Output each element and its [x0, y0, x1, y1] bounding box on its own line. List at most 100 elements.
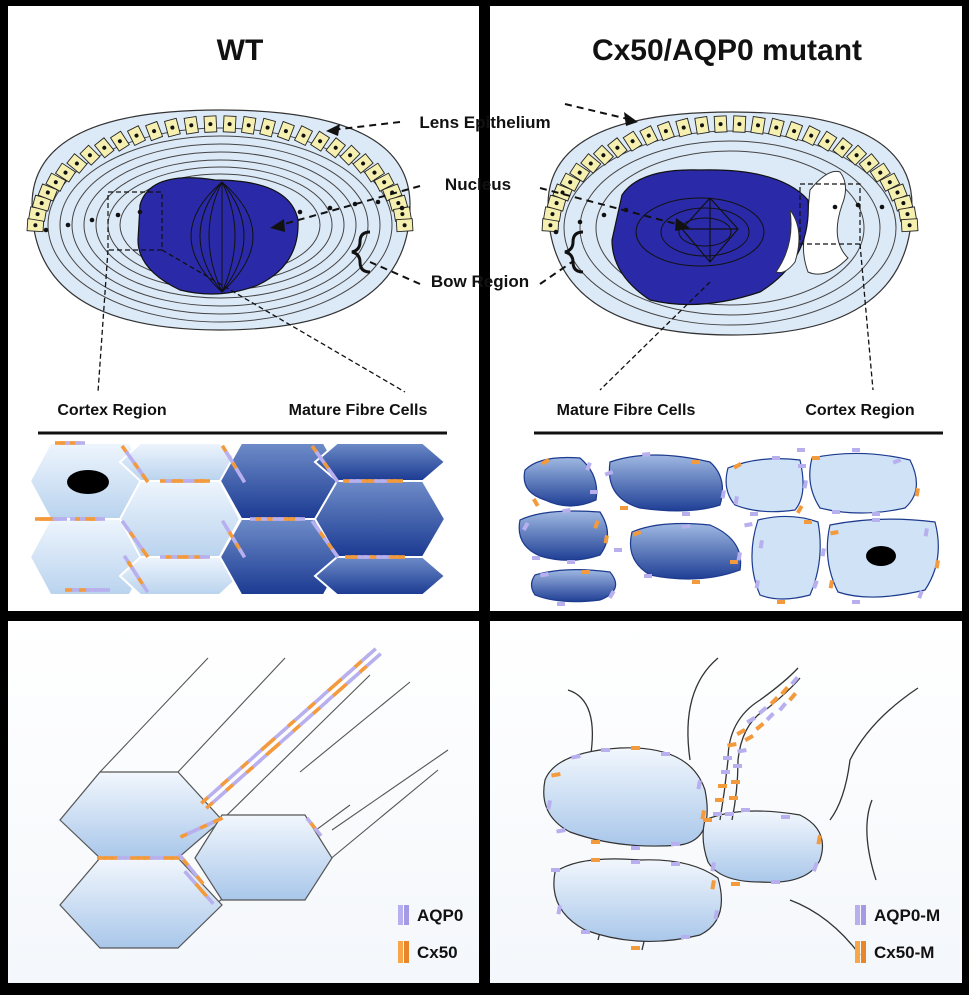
bow-dot — [553, 229, 559, 235]
aqp0-protein — [233, 765, 244, 776]
epithelial-cell — [37, 183, 59, 202]
mutant-title: Cx50/AQP0 mutant — [592, 34, 862, 67]
mutant-mature-fibre-cells-label: Mature Fibre Cells — [557, 402, 696, 419]
aqp0-protein — [741, 808, 750, 812]
aqp0-protein — [798, 464, 806, 468]
cx50-protein — [777, 600, 785, 604]
aqp0-protein — [352, 670, 362, 680]
aqp0-protein — [681, 935, 690, 939]
aqp0-protein — [661, 752, 670, 756]
aqp0-protein — [872, 518, 880, 522]
cx50-protein — [170, 856, 180, 860]
epithelial-cell-nucleus — [901, 201, 906, 206]
mutant-lens — [541, 111, 919, 336]
cx50-protein — [914, 487, 920, 497]
aqp0-protein — [758, 539, 764, 549]
epithelial-cell — [767, 117, 785, 138]
cx50-protein — [796, 505, 804, 514]
bow-dot — [399, 205, 405, 211]
aqp0-protein — [608, 589, 616, 599]
cx50-protein — [266, 736, 277, 746]
aqp0-protein — [797, 448, 805, 452]
epithelial-cell — [713, 115, 728, 133]
aqp0-protein — [852, 600, 860, 604]
epithelial-cell-nucleus — [170, 125, 175, 130]
epithelial-cell — [325, 137, 347, 159]
aqp0-protein — [642, 452, 651, 457]
bow-dot — [43, 227, 49, 233]
aqp0-protein — [571, 753, 581, 760]
epithelial-cell — [750, 115, 766, 135]
bow-dot — [855, 202, 861, 208]
aqp0-protein — [313, 694, 324, 705]
aqp0-legend-icon — [398, 905, 409, 925]
aqp0-protein — [293, 712, 304, 722]
bow-dot — [65, 222, 71, 228]
epithelial-cell — [395, 218, 414, 233]
epithelial-cell — [109, 130, 130, 152]
epithelial-cell-nucleus — [382, 180, 387, 185]
arrowhead-icon — [326, 124, 340, 136]
aqp0-protein — [95, 517, 105, 521]
epithelial-cell-nucleus — [630, 139, 635, 144]
epithelial-cell — [241, 115, 257, 135]
aqp0-protein — [372, 652, 382, 662]
aqp0-protein — [273, 730, 284, 740]
mutant-bow-dots — [553, 202, 885, 235]
cx50-protein — [591, 840, 600, 844]
aqp0-protein — [631, 846, 640, 850]
legend-aqp0-m-label: AQP0-M — [874, 906, 940, 925]
epithelial-cell — [352, 153, 374, 174]
cx50-protein — [532, 498, 540, 507]
fibre-cell-blob — [518, 510, 609, 561]
arrowhead-icon — [675, 218, 690, 231]
mutant-junction-strands — [719, 667, 801, 821]
cx50-protein — [593, 520, 600, 529]
aqp0-protein — [206, 789, 217, 799]
epithelial-cell — [28, 206, 48, 222]
epithelial-cell — [276, 120, 295, 142]
epithelial-cell-nucleus — [825, 139, 830, 144]
epithelial-cell-nucleus — [227, 122, 232, 127]
cx50-protein — [240, 759, 251, 770]
aqp0-protein — [278, 735, 289, 745]
cx50-protein — [700, 810, 706, 820]
epithelial-cell-nucleus — [402, 223, 407, 228]
cx50-protein — [830, 530, 839, 536]
fibre-cell-blob — [629, 522, 742, 580]
cx50-protein — [212, 816, 224, 824]
epithelial-cell — [222, 115, 237, 133]
bow-line-mutant — [539, 261, 573, 285]
epithelial-cell — [373, 172, 395, 192]
aqp0-protein — [820, 547, 826, 557]
aqp0-protein — [367, 647, 377, 657]
aqp0-protein — [318, 699, 329, 710]
aqp0-protein — [725, 812, 734, 816]
epithelial-cell — [694, 115, 710, 135]
epithelial-cell-nucleus — [550, 212, 555, 217]
mutant-fibre-cross-section — [518, 452, 939, 603]
nucleus-label: Nucleus — [445, 175, 511, 194]
epithelial-cell-nucleus — [601, 153, 606, 158]
epithelial-cell — [592, 144, 614, 166]
legend-wt: AQP0 Cx50 — [398, 905, 463, 963]
epithelial-cell-nucleus — [681, 125, 686, 130]
lens-epithelium-label: Lens Epithelium — [419, 113, 550, 132]
aqp0-protein — [737, 748, 747, 754]
mutant-cortex-box — [799, 183, 861, 245]
aqp0-protein — [872, 512, 880, 516]
epithelial-cell — [801, 125, 821, 147]
cx50-legend-icon — [398, 941, 409, 963]
wt-cortex-box — [107, 191, 163, 251]
epithelial-cell — [639, 125, 659, 147]
epithelial-cell-nucleus — [74, 161, 79, 166]
aqp0-protein — [562, 508, 571, 514]
cx50-protein — [326, 682, 337, 693]
aqp0-protein — [631, 860, 640, 864]
epithelial-cell — [310, 130, 331, 152]
cx50-protein — [541, 458, 551, 466]
cx50-protein — [353, 659, 364, 669]
aqp0-protein — [200, 555, 210, 559]
cx50-protein — [692, 460, 700, 464]
